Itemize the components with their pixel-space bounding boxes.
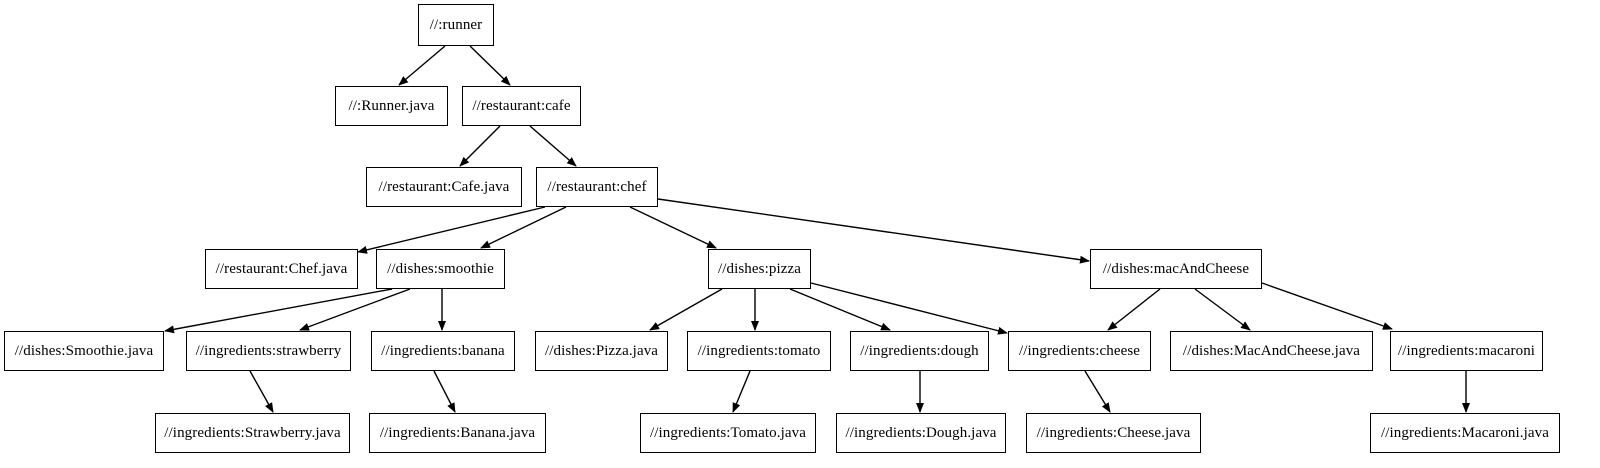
graph-node-label: //ingredients:dough [860,342,979,359]
graph-edge-dishes_smoothie-to-smoothie_java [164,288,393,334]
graph-node-label: //restaurant:cafe [472,97,571,114]
graph-edge-dishes_pizza-to-ing_dough [789,288,891,331]
graph-node-label: //:runner [429,16,483,33]
graph-edge-dishes_mac-to-ing_cheese [1107,288,1161,331]
graph-node-dishes_smoothie[interactable]: //dishes:smoothie [376,249,505,289]
graph-node-ing_strawberry[interactable]: //ingredients:strawberry [186,331,351,371]
graph-edge-restaurant_chef-to-dishes_smoothie [480,206,567,249]
graph-node-label: //ingredients:cheese [1018,342,1141,359]
graph-node-label: //dishes:pizza [717,260,802,277]
graph-edge-runner-to-restaurant_cafe [469,45,511,86]
graph-edge-dishes_pizza-to-pizza_java [649,288,723,331]
graph-node-label: //ingredients:banana [381,342,505,359]
graph-node-banana_java[interactable]: //ingredients:Banana.java [369,413,546,453]
graph-node-cheese_java[interactable]: //ingredients:Cheese.java [1026,413,1201,453]
graph-node-restaurant_cafe[interactable]: //restaurant:cafe [462,86,581,126]
graph-node-label: //ingredients:Cheese.java [1036,424,1191,441]
graph-node-label: //ingredients:tomato [697,342,821,359]
graph-node-macaroni_java[interactable]: //ingredients:Macaroni.java [1370,413,1560,453]
graph-node-runner[interactable]: //:runner [418,4,494,46]
graph-node-ing_cheese[interactable]: //ingredients:cheese [1008,331,1151,371]
graph-node-label: //dishes:MacAndCheese.java [1182,342,1361,359]
graph-edge-restaurant_cafe-to-restaurant_chef [529,125,577,167]
graph-edge-dishes_mac-to-ing_macaroni [1261,282,1393,330]
graph-node-restaurant_chef[interactable]: //restaurant:chef [536,167,658,207]
graph-node-label: //:Runner.java [348,97,435,114]
graph-edge-ing_cheese-to-cheese_java [1084,370,1111,413]
graph-node-ing_banana[interactable]: //ingredients:banana [371,331,515,371]
graph-node-dishes_pizza[interactable]: //dishes:pizza [708,249,811,289]
graph-node-label: //dishes:Pizza.java [544,342,659,359]
graph-edge-runner-to-runner_java [398,45,446,86]
graph-node-label: //ingredients:macaroni [1397,342,1536,359]
graph-edge-dishes_mac-to-mac_java [1194,288,1251,331]
graph-node-label: //dishes:macAndCheese [1102,260,1250,277]
graph-edge-ing_tomato-to-tomato_java [732,370,751,413]
graph-edge-dishes_smoothie-to-ing_strawberry [299,288,411,331]
graph-node-label: //ingredients:Strawberry.java [164,424,341,441]
graph-node-runner_java[interactable]: //:Runner.java [335,86,448,126]
graph-edge-ing_strawberry-to-strawberry_java [249,370,274,413]
graph-node-ing_tomato[interactable]: //ingredients:tomato [687,331,831,371]
graph-node-dough_java[interactable]: //ingredients:Dough.java [836,413,1006,453]
graph-node-label: //dishes:Smoothie.java [14,342,154,359]
graph-edge-ing_banana-to-banana_java [433,370,456,413]
graph-edge-restaurant_cafe-to-cafe_java [459,125,501,167]
graph-node-dishes_mac[interactable]: //dishes:macAndCheese [1090,249,1262,289]
graph-node-strawberry_java[interactable]: //ingredients:Strawberry.java [155,413,350,453]
graph-node-ing_macaroni[interactable]: //ingredients:macaroni [1390,331,1543,371]
graph-edge-dishes_pizza-to-ing_cheese [810,282,1008,335]
graph-node-label: //ingredients:Banana.java [379,424,536,441]
graph-node-label: //ingredients:Macaroni.java [1380,424,1550,441]
graph-node-label: //restaurant:Chef.java [215,260,348,277]
graph-node-ing_dough[interactable]: //ingredients:dough [850,331,989,371]
graph-edge-restaurant_chef-to-chef_java [357,206,546,254]
graph-edge-restaurant_chef-to-dishes_pizza [629,206,717,249]
graph-node-tomato_java[interactable]: //ingredients:Tomato.java [640,413,816,453]
graph-node-label: //ingredients:strawberry [195,342,342,359]
graph-node-label: //ingredients:Dough.java [845,424,997,441]
graph-node-chef_java[interactable]: //restaurant:Chef.java [205,249,358,289]
graph-node-cafe_java[interactable]: //restaurant:Cafe.java [366,167,522,207]
graph-node-label: //restaurant:chef [547,178,647,195]
graph-node-label: //ingredients:Tomato.java [650,424,806,441]
graph-node-mac_java[interactable]: //dishes:MacAndCheese.java [1170,331,1373,371]
graph-node-label: //dishes:smoothie [387,260,494,277]
graph-node-label: //restaurant:Cafe.java [378,178,510,195]
graph-node-pizza_java[interactable]: //dishes:Pizza.java [535,331,668,371]
graph-node-smoothie_java[interactable]: //dishes:Smoothie.java [4,331,164,371]
